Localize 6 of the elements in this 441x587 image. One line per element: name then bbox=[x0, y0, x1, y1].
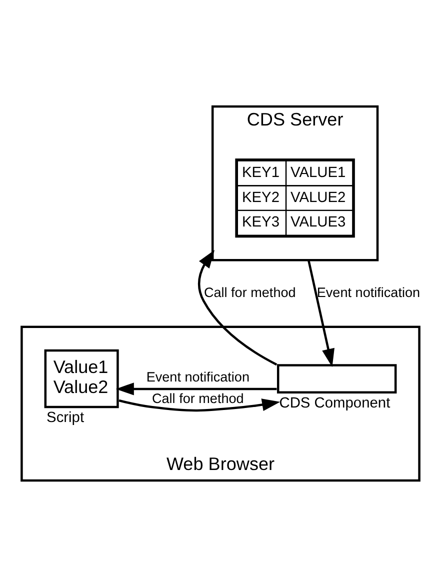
edge-label: Event notification bbox=[146, 370, 250, 385]
edge-label: Call for method bbox=[204, 285, 296, 300]
edge-label: Call for method bbox=[152, 391, 244, 406]
node-label: CDS Component bbox=[279, 395, 390, 412]
node-label: Script bbox=[46, 410, 84, 426]
edge-label: Event notification bbox=[316, 285, 420, 300]
